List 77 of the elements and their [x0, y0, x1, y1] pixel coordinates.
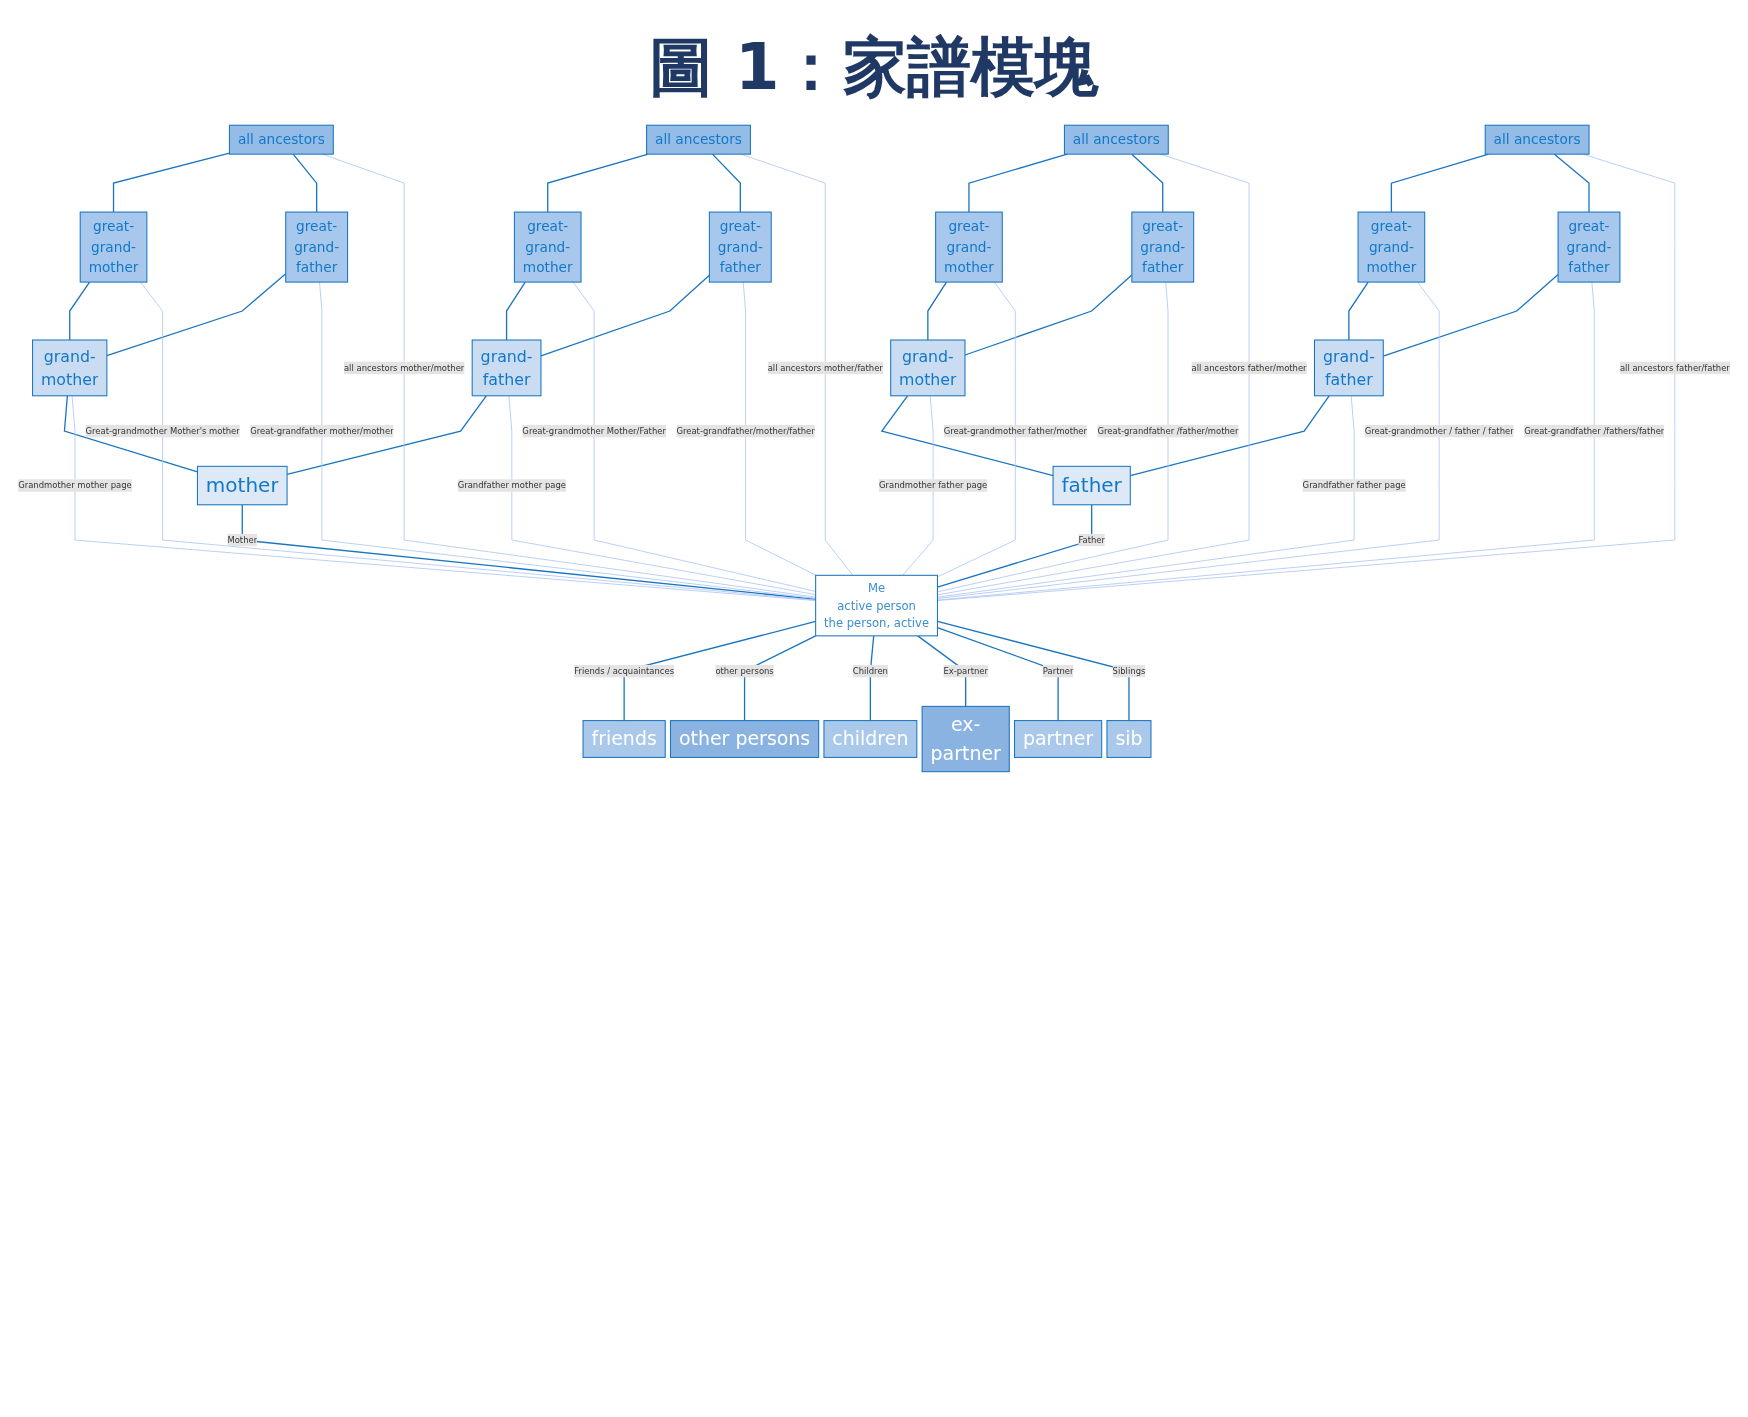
edge-label: other persons	[715, 665, 774, 676]
edge-label: Grandfather mother page	[457, 480, 566, 491]
connector	[292, 153, 318, 213]
connector	[711, 153, 741, 213]
diagram-title: 圖 1：家譜模塊	[647, 29, 1101, 106]
node-box: mother	[196, 465, 288, 506]
node-box: grand- father	[471, 339, 542, 397]
connector	[937, 281, 1595, 601]
edge-label: Father	[1078, 534, 1105, 545]
edge-label: Great-grandfather/mother/father	[676, 425, 815, 436]
node-box: father	[1052, 465, 1131, 506]
node-box: great- grand- mother	[79, 211, 148, 283]
edge-label: all ancestors father/father	[1619, 362, 1730, 373]
connector	[937, 395, 1355, 598]
node-box: great- grand- father	[708, 211, 772, 283]
connector	[937, 281, 1016, 578]
node-box: great- grand- father	[285, 211, 349, 283]
node-box: great- grand- mother	[935, 211, 1003, 283]
connector	[547, 153, 649, 213]
edge-label: all ancestors mother/father	[767, 362, 883, 373]
edge-label: Friends / acquaintances	[574, 665, 675, 676]
edge-label: Partner	[1042, 665, 1074, 676]
connector	[740, 153, 854, 576]
edge-label: Great-grandfather mother/mother	[250, 425, 394, 436]
edge-label: Great-grandfather /father/mother	[1097, 425, 1239, 436]
node-box: all ancestors	[1484, 124, 1590, 155]
node-box: sib	[1106, 720, 1152, 758]
edge-label: Grandmother mother page	[18, 480, 132, 491]
node-box: great- grand- mother	[513, 211, 582, 283]
connector	[140, 281, 817, 601]
edge-label: Grandfather father page	[1302, 480, 1406, 491]
edge-label: Great-grandfather /fathers/father	[1524, 425, 1665, 436]
connector	[505, 281, 526, 341]
edge-label: Great-grandmother father/mother	[943, 425, 1088, 436]
edge-label: Great-grandmother Mother's mother	[85, 425, 240, 436]
connector	[319, 281, 817, 599]
edge-label: Mother	[227, 534, 258, 545]
connector	[572, 281, 817, 592]
node-box: all ancestors	[228, 124, 334, 155]
edge-label: Grandmother father page	[878, 480, 988, 491]
connector	[869, 635, 875, 722]
connector	[880, 395, 1054, 477]
edge-label: Children	[852, 665, 888, 676]
connector	[937, 281, 1169, 593]
node-box: children	[823, 720, 918, 758]
node-box: great- grand- father	[1131, 211, 1195, 283]
connector	[927, 281, 948, 341]
node-box: partner	[1014, 720, 1103, 758]
node-box: ex- partner	[921, 705, 1010, 773]
connector	[321, 153, 817, 598]
edge-label: Ex-partner	[943, 665, 988, 676]
node-box: grand- mother	[890, 339, 966, 397]
connector	[69, 281, 91, 341]
edge-label: Great-grandmother / father / father	[1364, 425, 1514, 436]
node-box: Me active person the person, active	[815, 574, 938, 637]
node-box: grand- father	[1313, 339, 1384, 397]
connector	[71, 395, 817, 601]
edge-label: all ancestors mother/mother	[343, 362, 465, 373]
node-box: friends	[582, 720, 666, 758]
node-box: all ancestors	[1063, 124, 1169, 155]
edge-label: Siblings	[1112, 665, 1146, 676]
node-box: grand- mother	[32, 339, 108, 397]
connector	[112, 152, 231, 213]
connector	[968, 153, 1068, 213]
connector	[937, 281, 1440, 599]
connector	[508, 395, 817, 596]
edge-label: all ancestors father/mother	[1191, 362, 1307, 373]
edge-label: Great-grandmother Mother/Father	[522, 425, 666, 436]
connector	[1553, 153, 1590, 213]
node-box: other persons	[669, 720, 820, 758]
connector	[742, 281, 817, 576]
connector	[1348, 281, 1369, 341]
node-box: great- grand- mother	[1357, 211, 1426, 283]
connector	[902, 395, 934, 576]
node-box: great- grand- father	[1557, 211, 1621, 283]
connector	[1131, 153, 1164, 213]
node-box: all ancestors	[646, 124, 751, 155]
